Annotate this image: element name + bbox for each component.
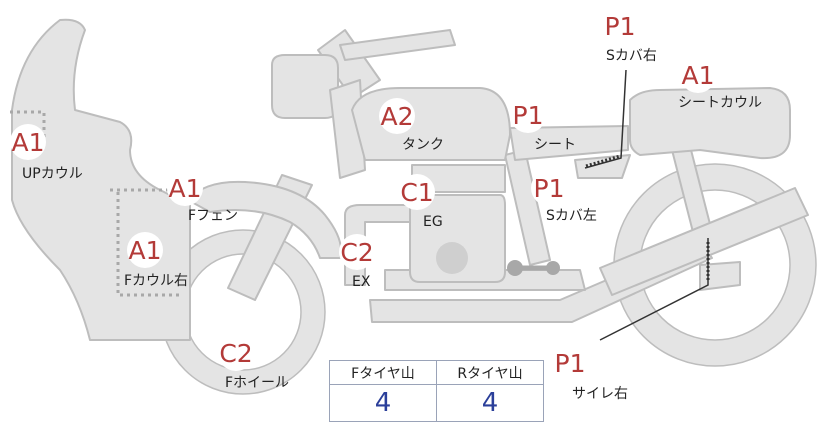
part-code: A1 [11,128,44,157]
part-code: A1 [128,236,161,265]
motorcycle-silhouette [11,18,817,395]
down-frame [504,149,551,266]
badge-seat-cowl: A1 シートカウル [678,57,762,111]
seat [509,125,629,161]
rear-tire-value: 4 [436,384,544,422]
badge-circle [218,335,254,371]
badge-circle [510,97,546,133]
badge-circle [379,98,415,134]
s-cover-right-marker [585,154,621,168]
rear-axle [507,260,560,276]
badge-circle [680,57,716,93]
part-code: A1 [168,174,201,203]
muffler-end [699,261,741,291]
part-code: A1 [681,61,714,90]
part-label: Fフェン [188,208,238,224]
part-code: P1 [605,12,636,41]
front-tire-header: Fタイヤ山 [329,360,437,385]
muffler [599,187,809,296]
part-label: Sカバ左 [546,208,597,224]
part-label: サイレ右 [572,386,628,402]
leader-lines [584,69,709,341]
part-code: P1 [534,174,565,203]
part-code: A2 [380,102,413,131]
badge-circle [10,124,46,160]
meter [271,54,339,119]
leader-s-cover-right [584,69,627,169]
part-code: P1 [555,349,586,378]
rear-tire-header: Rタイヤ山 [436,360,544,385]
badge-circle [552,345,588,381]
badge-circle [531,170,567,206]
part-label: タンク [402,137,444,153]
badge-tank: A2 タンク [379,98,444,153]
handlebar [339,29,456,61]
badge-seat: P1 シート [510,97,576,153]
engine-cover [436,242,468,274]
badge-circle [339,234,375,270]
engine-block [409,194,506,283]
part-code: C2 [219,339,252,368]
badge-circle [127,232,163,268]
part-label: Sカバ右 [606,48,657,64]
badge-silencer-right: P1 サイレ右 [552,345,628,402]
leader-silencer-right [599,238,709,341]
part-code: P1 [513,101,544,130]
part-label: Fホイール [225,375,289,391]
seat-cowl [629,87,791,160]
swingarm [369,239,713,323]
part-label: シート [534,137,576,153]
tire-tread-table: Fタイヤ山 Rタイヤ山 4 4 [329,360,544,422]
part-code: C1 [400,178,433,207]
front-fender [187,180,342,259]
badge-circle [602,8,638,44]
part-code: C2 [340,238,373,267]
front-tire-value: 4 [329,384,437,422]
handlebar-left [317,29,381,99]
part-label: シートカウル [678,95,762,111]
part-label: Fカウル右 [124,273,188,289]
part-label: EG [423,214,443,230]
side-cover-right [574,154,631,179]
badge-circle [167,170,203,206]
part-label: UPカウル [22,166,83,182]
part-label: EX [352,274,371,290]
badge-circle [399,174,435,210]
